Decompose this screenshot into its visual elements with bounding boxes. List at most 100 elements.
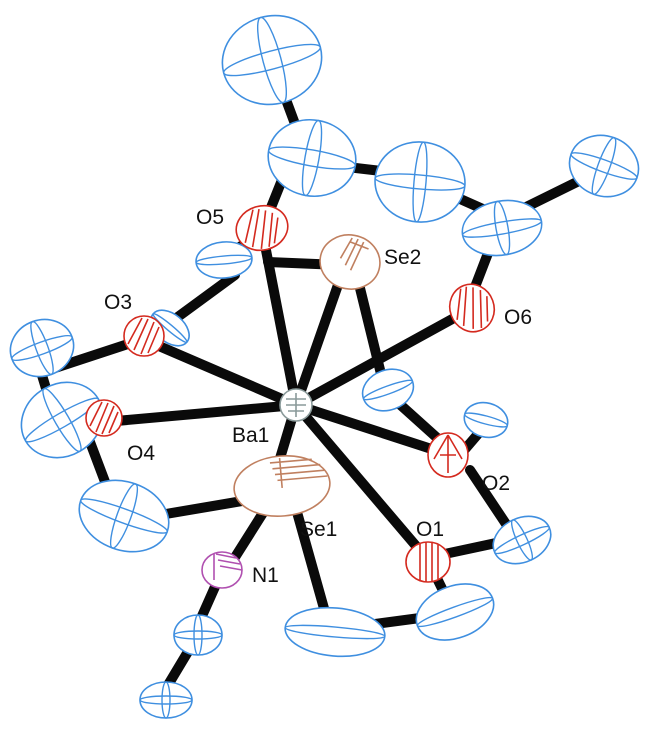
label-o5: O5 (196, 206, 224, 229)
atom-o2 (427, 432, 469, 478)
atom-o4 (85, 399, 123, 437)
ellipsoid-hatch (213, 553, 243, 580)
ellipsoid-axis (284, 624, 386, 640)
ellipsoid-axis (222, 43, 322, 77)
carbon-atom (415, 583, 495, 641)
bond-ba1-o5 (260, 240, 301, 410)
carbon-atom (195, 241, 253, 279)
atom-o5 (235, 204, 289, 252)
ellipsoid-axis (80, 498, 168, 534)
atom-o3 (123, 315, 165, 357)
ellipsoid-axis (494, 525, 550, 555)
selenium-atoms (233, 234, 381, 517)
ellipsoid-axis (11, 334, 73, 362)
ellipsoid-axis (591, 137, 617, 195)
ellipsoid-outline (139, 681, 193, 719)
ellipsoid-outline (221, 14, 323, 106)
atom-o6 (448, 283, 496, 333)
ellipsoid-axis (464, 412, 508, 428)
bond-ba1-o3 (140, 335, 301, 410)
ellipsoid-hatch (433, 434, 463, 473)
ellipsoid-outline (415, 583, 495, 641)
bond-ba1-o1 (291, 400, 433, 565)
atom-se1 (233, 455, 331, 517)
ellipsoid-hatch (339, 237, 369, 271)
ellipsoid-axis (461, 218, 543, 238)
ellipsoid-outline (374, 141, 466, 223)
ellipsoid-axis (195, 254, 253, 266)
carbon-atom (9, 318, 75, 378)
ellipsoid-axis (301, 119, 323, 197)
ellipsoid-outline (448, 283, 496, 333)
ellipsoid-outline (173, 614, 223, 656)
ellipsoid-axis (42, 387, 82, 453)
carbon-atom (221, 14, 323, 106)
ellipsoid-axis (193, 614, 203, 656)
ellipsoid-axis (139, 695, 193, 705)
ellipsoid-hatch (244, 208, 279, 249)
label-o4: O4 (127, 442, 155, 465)
ellipsoid-axis (152, 312, 188, 344)
carbon-atom (173, 614, 223, 656)
carbon-atom (361, 368, 415, 412)
carbon-atom (78, 479, 170, 553)
carbon-atom (374, 141, 466, 223)
bond-o2-c11 (465, 465, 515, 535)
ellipsoid-outline (78, 479, 170, 553)
ellipsoid-axis (256, 16, 288, 104)
carbon-atom (284, 606, 386, 658)
bond-ba1-o6 (291, 307, 470, 410)
label-o1: O1 (416, 518, 444, 541)
ellipsoid-hatch (286, 393, 306, 417)
oxygen-atoms (85, 204, 496, 583)
ellipsoid-axis (493, 200, 511, 256)
ellipsoid-hatch (127, 317, 160, 355)
bond-ba1-o4 (100, 400, 301, 427)
carbon-atom (492, 515, 552, 565)
ellipsoid-outline (405, 541, 451, 583)
ellipsoid-outline (463, 401, 509, 439)
ellipsoid-hatch (419, 542, 439, 582)
ellipsoid-hatch (89, 401, 119, 435)
bond-ba1-o2 (291, 400, 455, 460)
ellipsoid-hatch (456, 286, 489, 329)
ellipsoid-outline (319, 234, 381, 290)
carbon-atom (20, 381, 104, 459)
label-o3: O3 (104, 291, 132, 314)
carbon-atom (463, 401, 509, 439)
ellipsoid-outline (123, 315, 165, 357)
atom-ba1 (279, 388, 313, 422)
label-ba1: Ba1 (232, 424, 269, 447)
ellipsoid-axis (109, 483, 139, 549)
carbon-atom (267, 119, 357, 197)
ellipsoid-axis (570, 152, 638, 180)
ellipsoid-axis (510, 519, 534, 561)
atom-se2 (319, 234, 381, 290)
ellipsoid-axis (267, 146, 357, 170)
ellipsoid-axis (173, 630, 223, 640)
atom-o1 (405, 541, 451, 583)
label-o2: O2 (482, 472, 510, 495)
label-o6: O6 (504, 306, 532, 329)
carbon-atom (568, 134, 640, 198)
carbon-atom (139, 681, 193, 719)
label-se1: Se1 (300, 518, 337, 541)
bond-se1-c13 (290, 500, 330, 617)
ellipsoid-outline (568, 134, 640, 198)
ellipsoid-axis (24, 397, 100, 443)
ellipsoid-axis (161, 681, 171, 719)
ellipsoid-axis (30, 320, 54, 376)
ellipsoid-outline (9, 318, 75, 378)
label-se2: Se2 (384, 246, 421, 269)
carbon-atom (461, 199, 543, 257)
ellipsoid-axis (416, 596, 494, 628)
ellipsoid-axis (374, 173, 466, 191)
atom-labels: O5 Se2 O3 O6 O4 Ba1 O2 Se1 O1 N1 (104, 206, 532, 587)
label-n1: N1 (252, 564, 279, 587)
ellipsoid-hatch (269, 458, 328, 489)
ellipsoid-axis (362, 379, 414, 401)
carbon-atoms (9, 14, 640, 719)
atom-n1 (201, 551, 243, 589)
